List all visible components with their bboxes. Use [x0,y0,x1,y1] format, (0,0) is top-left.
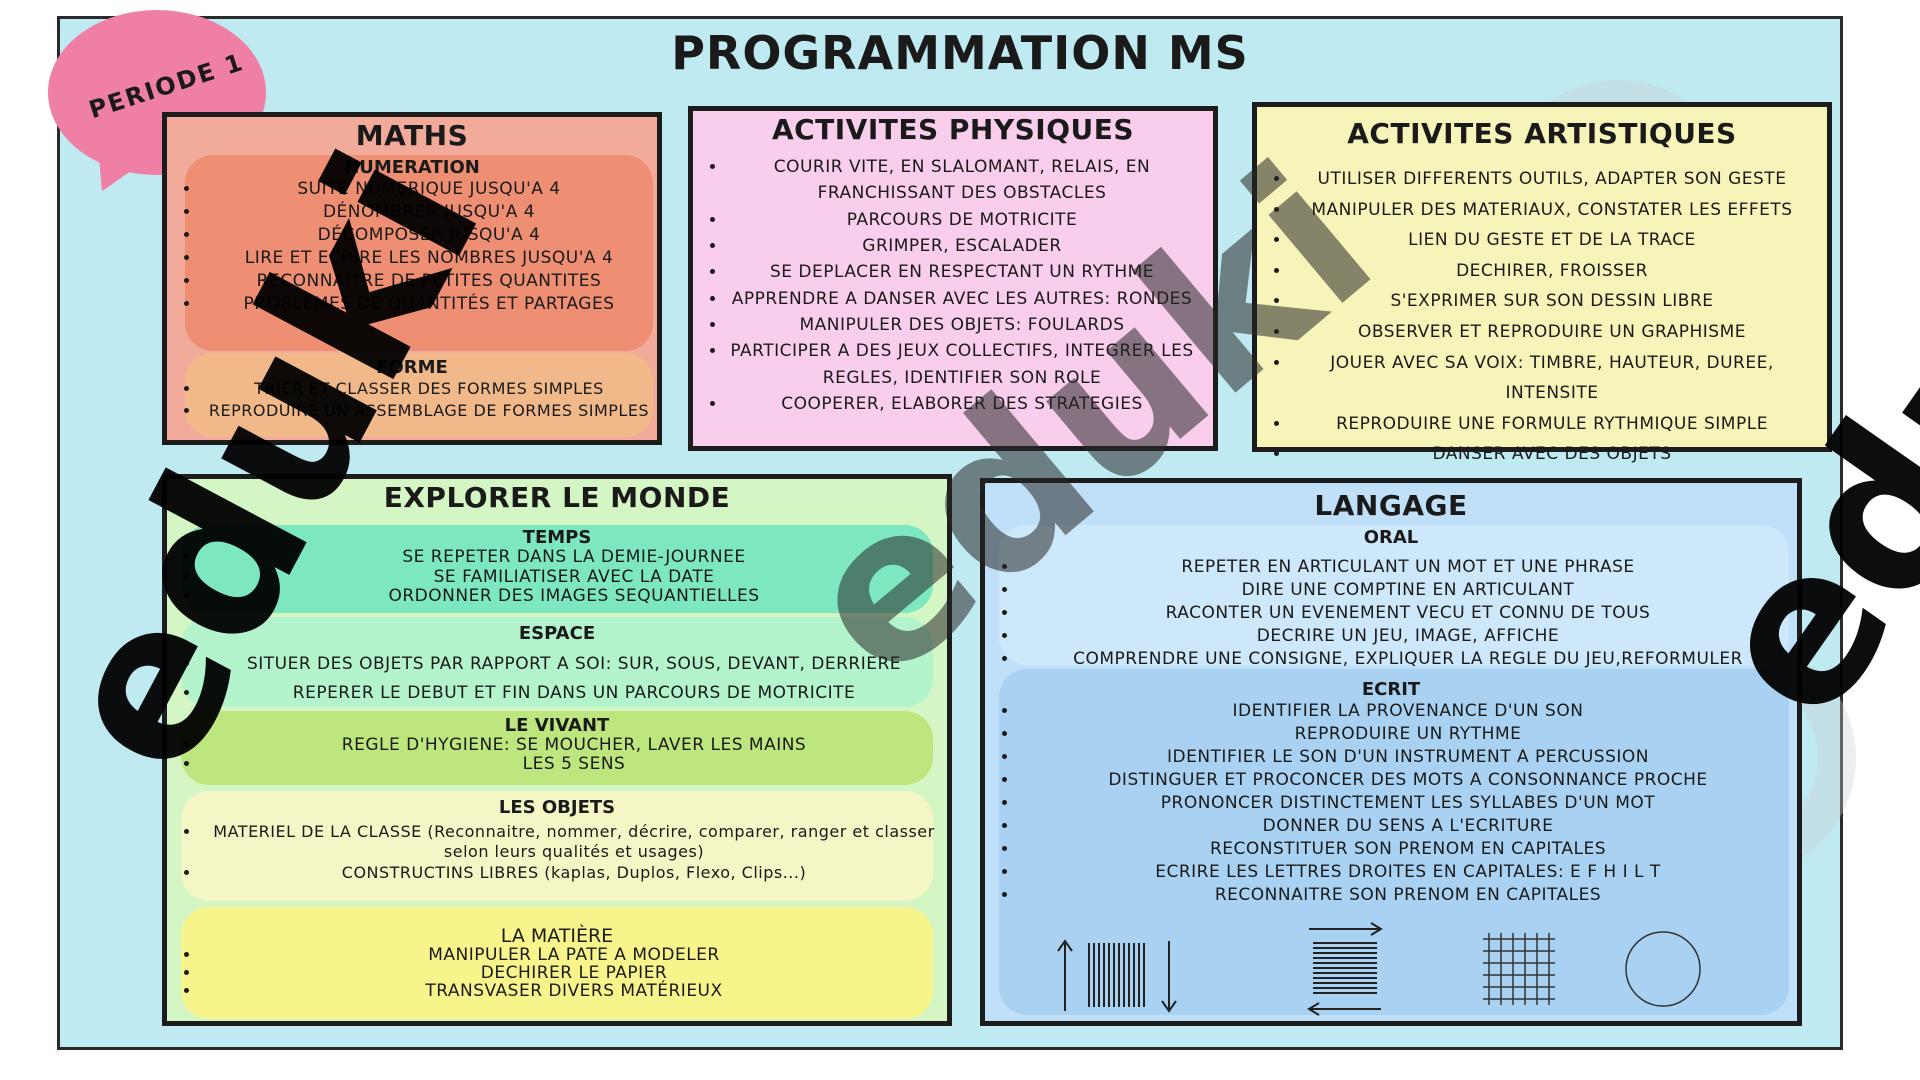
ecrit-band [999,669,1789,1015]
list-item: DIRE UNE COMPTINE EN ARTICULANT [1019,579,1797,602]
temps-list: SE REPETER DANS LA DEMIE-JOURNEE SE FAMI… [167,547,947,607]
langage-title: LANGAGE [1314,489,1468,522]
espace-band [181,617,933,707]
vivant-title: LE VIVANT [504,715,610,736]
list-item: SE DEPLACER EN RESPECTANT UN RYTHME [727,259,1197,285]
artistique-box: ACTIVITES ARTISTIQUES UTILISER DIFFERENT… [1252,102,1832,464]
objets-title: LES OBJETS [498,797,616,818]
list-item: DECRIRE UN JEU, IMAGE, AFFICHE [1019,625,1797,648]
forme-list: TRIER ET CLASSER DES FORMES SIMPLES REPR… [167,378,657,421]
list-item: DECHIRER LE PAPIER [201,964,947,983]
list-item: PARTICIPER A DES JEUX COLLECTIFS, INTEGR… [727,338,1197,391]
langage-box: LANGAGE ORAL REPETER EN ARTICULANT UN MO… [980,478,1802,1026]
list-item: REPRODUIRE UN ASSEMBLAGE DE FORMES SIMPL… [201,400,657,422]
list-item: OBSERVER ET REPRODUIRE UN GRAPHISME [1291,317,1813,348]
graphism-vertical-lines-icon [1057,939,1177,1013]
list-item: DECHIRER, FROISSER [1291,256,1813,287]
numeration-list: SUITE NUMERIQUE JUSQU'A 4 DÉNOMBRER JUSQ… [167,178,657,316]
temps-title: TEMPS [522,527,592,548]
maths-box: MATHS NUMERATION SUITE NUMERIQUE JUSQU'A… [162,112,662,445]
artistique-title: ACTIVITES ARTISTIQUES [1347,117,1737,150]
objets-band [181,791,933,901]
numeration-band [185,155,653,351]
artistique-list: UTILISER DIFFERENTS OUTILS, ADAPTER SON … [1257,164,1827,470]
list-item: DÉNOMBRER JUSQU'A 4 [201,201,657,224]
list-item: COURIR VITE, EN SLALOMANT, RELAIS, EN FR… [727,154,1197,207]
list-item: DANSER AVEC DES OBJETS [1291,439,1813,470]
list-item: MANIPULER DES MATERIAUX, CONSTATER LES E… [1291,195,1813,226]
ecrit-title: ECRIT [1361,679,1421,700]
list-item: GRIMPER, ESCALADER [727,233,1197,259]
espace-title: ESPACE [518,623,596,644]
list-item: ORDONNER DES IMAGES SEQUANTIELLES [201,587,947,607]
list-item: TRANSVASER DIVERS MATÉRIEUX [201,982,947,1001]
graphism-grid-icon [1483,933,1555,1005]
list-item: ECRIRE LES LETTRES DROITES EN CAPITALES:… [1019,861,1797,884]
maths-title: MATHS [355,119,469,152]
list-item: RECONSTITUER SON PRENOM EN CAPITALES [1019,838,1797,861]
list-item: RECONNAITRE DE PETITES QUANTITES [201,270,657,293]
matiere-title: LA MATIÈRE [500,925,614,947]
oral-title: ORAL [1363,527,1419,548]
list-item: MATERIEL DE LA CLASSE (Reconnaitre, nomm… [201,822,947,862]
list-item: REGLE D'HYGIENE: SE MOUCHER, LAVER LES M… [201,736,947,755]
physique-title: ACTIVITES PHYSIQUES [771,113,1135,146]
list-item: RACONTER UN EVENEMENT VECU ET CONNU DE T… [1019,602,1797,625]
page-title: PROGRAMMATION MS [671,26,1249,80]
list-item: CONSTRUCTINS LIBRES (kaplas, Duplos, Fle… [201,862,947,884]
numeration-title: NUMERATION [344,157,480,178]
list-item: PARCOURS DE MOTRICITE [727,207,1197,233]
list-item: REPERER LE DEBUT ET FIN DANS UN PARCOURS… [201,679,947,708]
list-item: LIEN DU GESTE ET DE LA TRACE [1291,225,1813,256]
list-item: DISTINGUER ET PROCONCER DES MOTS A CONSO… [1019,769,1797,792]
list-item: REPRODUIRE UN RYTHME [1019,723,1797,746]
list-item: PRONONCER DISTINCTEMENT LES SYLLABES D'U… [1019,792,1797,815]
list-item: APPRENDRE A DANSER AVEC LES AUTRES: ROND… [727,286,1197,312]
list-item: IDENTIFIER LA PROVENANCE D'UN SON [1019,700,1797,723]
matiere-band [181,907,933,1019]
list-item: LIRE ET ECRIRE LES NOMBRES JUSQU'A 4 [201,247,657,270]
list-item: UTILISER DIFFERENTS OUTILS, ADAPTER SON … [1291,164,1813,195]
list-item: PROBLÈMES DE QUANTITÉS ET PARTAGES [201,293,657,316]
list-item: SITUER DES OBJETS PAR RAPPORT A SOI: SUR… [201,650,947,679]
espace-list: SITUER DES OBJETS PAR RAPPORT A SOI: SUR… [167,650,947,708]
oral-band [999,525,1789,665]
temps-band [181,525,933,613]
list-item: SUITE NUMERIQUE JUSQU'A 4 [201,178,657,201]
vivant-list: REGLE D'HYGIENE: SE MOUCHER, LAVER LES M… [167,736,947,773]
list-item: IDENTIFIER LE SON D'UN INSTRUMENT A PERC… [1019,746,1797,769]
list-item: MANIPULER DES OBJETS: FOULARDS [727,312,1197,338]
oral-list: REPETER EN ARTICULANT UN MOT ET UNE PHRA… [985,556,1797,671]
monde-title: EXPLORER LE MONDE [383,481,731,514]
list-item: LES 5 SENS [201,754,947,774]
list-item: SE FAMILIATISER AVEC LA DATE [201,567,947,588]
objets-list: MATERIEL DE LA CLASSE (Reconnaitre, nomm… [167,822,947,884]
list-item: DONNER DU SENS A L'ECRITURE [1019,815,1797,838]
list-item: JOUER AVEC SA VOIX: TIMBRE, HAUTEUR, DUR… [1291,348,1813,409]
ecrit-list: IDENTIFIER LA PROVENANCE D'UN SON REPROD… [985,700,1797,906]
matiere-list: MANIPULER LA PATE A MODELER DECHIRER LE … [167,946,947,1001]
graphism-circle-icon [1625,931,1701,1007]
physique-box: ACTIVITES PHYSIQUES COURIR VITE, EN SLAL… [688,106,1218,451]
physique-list: COURIR VITE, EN SLALOMANT, RELAIS, EN FR… [693,154,1213,417]
list-item: COMPRENDRE UNE CONSIGNE, EXPLIQUER LA RE… [1019,648,1797,671]
list-item: MANIPULER LA PATE A MODELER [201,946,947,965]
list-item: S'EXPRIMER SUR SON DESSIN LIBRE [1291,286,1813,317]
list-item: COOPERER, ELABORER DES STRATEGIES [727,391,1197,417]
graphism-horizontal-lines-icon [1307,922,1383,1016]
list-item: SE REPETER DANS LA DEMIE-JOURNEE [201,547,947,568]
forme-band [185,353,653,437]
list-item: REPETER EN ARTICULANT UN MOT ET UNE PHRA… [1019,556,1797,579]
list-item: REPRODUIRE UNE FORMULE RYTHMIQUE SIMPLE [1291,409,1813,440]
list-item: RECONNAITRE SON PRENOM EN CAPITALES [1019,884,1797,907]
vivant-band [181,711,933,785]
list-item: DÉCOMPOSER JUSQU'A 4 [201,224,657,247]
forme-title: FORME [376,357,448,378]
monde-box: EXPLORER LE MONDE TEMPS SE REPETER DANS … [162,474,952,1026]
list-item: TRIER ET CLASSER DES FORMES SIMPLES [201,378,657,400]
